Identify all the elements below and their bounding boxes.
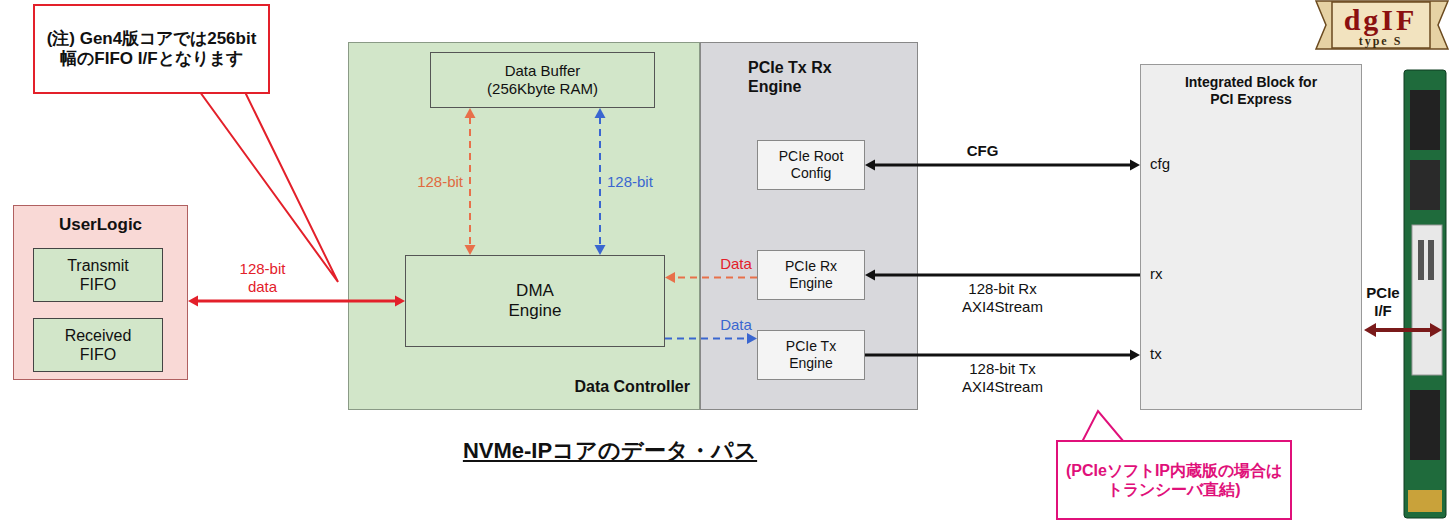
connector-line xyxy=(599,117,601,246)
pcie-root-config-box: PCIe Root Config xyxy=(757,140,865,190)
arrowhead xyxy=(395,296,405,307)
connector xyxy=(665,333,757,344)
connector-label: Data xyxy=(720,316,752,334)
box-label: Received FIFO xyxy=(53,326,143,364)
connector xyxy=(865,270,1140,281)
connector xyxy=(188,296,405,307)
arrowhead xyxy=(747,333,757,344)
connector-label: 128-bit xyxy=(417,173,463,191)
connector-label: Data xyxy=(720,255,752,273)
pcie-tx-engine-box: PCIe Tx Engine xyxy=(757,330,865,380)
arrowhead xyxy=(665,272,675,283)
arrowhead xyxy=(595,245,606,255)
box-fill xyxy=(33,248,163,302)
box-label: PCIe Rx Engine xyxy=(776,258,846,292)
box-label: PCIe Root Config xyxy=(771,148,851,182)
box-label: Data Controller xyxy=(574,377,690,396)
connector-line xyxy=(674,277,757,279)
box-label: Transmit FIFO xyxy=(53,256,143,294)
box-label: UserLogic xyxy=(59,215,142,235)
connector-label: 128-bit Rx AXI4Stream xyxy=(943,280,1063,316)
connector xyxy=(865,350,1140,361)
user-logic-box: UserLogicTransmit FIFO Received FIFO xyxy=(13,205,188,380)
arrowhead xyxy=(595,108,606,118)
ssd-barcode xyxy=(1428,240,1434,280)
connector xyxy=(665,272,757,283)
fifo-box: Received FIFO xyxy=(33,318,163,372)
arrowhead xyxy=(865,270,875,281)
box-label: dgIF xyxy=(1344,5,1418,35)
arrowhead xyxy=(465,108,476,118)
connector-label: 128-bit data xyxy=(233,260,293,296)
pcie-rx-engine-box: PCIe Rx Engine xyxy=(757,250,865,300)
callout-tail xyxy=(1082,411,1124,442)
logo-banner-back xyxy=(1316,1,1448,49)
ssd-barcode xyxy=(1418,240,1424,280)
box-label: PCIe Tx Engine xyxy=(776,338,846,372)
arrowhead xyxy=(188,296,198,307)
arrowhead xyxy=(465,245,476,255)
ssd-chip xyxy=(1410,390,1440,460)
connector-label: 128-bit xyxy=(607,173,653,191)
connector-label: CFG xyxy=(967,142,999,160)
connector xyxy=(465,108,476,255)
connector-line xyxy=(865,354,1131,357)
connector-line xyxy=(197,300,396,303)
connector xyxy=(595,108,606,255)
ssd-sticker xyxy=(1412,225,1442,375)
dma-engine-box: DMA Engine xyxy=(405,255,665,347)
ssd-board xyxy=(1404,70,1446,518)
ssd-contacts xyxy=(1408,490,1442,512)
ssd-chip xyxy=(1410,160,1440,210)
brand-logo: dgIFtype S xyxy=(1312,0,1449,50)
box-fill xyxy=(33,318,163,372)
signal-name: tx xyxy=(1150,345,1162,363)
signal-name: cfg xyxy=(1150,155,1170,173)
data-controller-region: Data Controller Data Buffer (256Kbyte RAM… xyxy=(348,42,700,410)
pcie-interface-arrow xyxy=(1364,323,1442,337)
box-label: DMA Engine xyxy=(500,281,570,322)
connector-line xyxy=(469,117,471,246)
connector-line xyxy=(874,164,1131,167)
arrowhead xyxy=(1130,350,1140,361)
box-label: PCIe Tx Rx Engine xyxy=(748,58,858,96)
data-buffer-box: Data Buffer (256Kbyte RAM) xyxy=(430,52,655,108)
box-label: Data Buffer (256Kbyte RAM) xyxy=(473,62,613,98)
ssd-chip xyxy=(1410,90,1440,150)
connector xyxy=(865,160,1140,171)
arrowhead xyxy=(1130,160,1140,171)
box-label: (PCIeソフトIP内蔵版の場合はトランシーバ直結) xyxy=(1064,461,1284,499)
pcie-engine-region: PCIe Tx Rx EnginePCIe Root ConfigPCIe Rx… xyxy=(700,42,918,410)
box-label: (注) Gen4版コアでは256bit幅のFIFO I/Fとなります xyxy=(41,29,262,70)
signal-name: rx xyxy=(1150,265,1163,283)
figure-caption: NVMe-IPコアのデータ・パス xyxy=(463,438,757,464)
logo-banner-front xyxy=(1332,2,1430,48)
note-callout: (注) Gen4版コアでは256bit幅のFIFO I/Fとなります xyxy=(33,4,270,94)
box-fill xyxy=(1140,64,1362,410)
arrowhead xyxy=(865,160,875,171)
connector-line xyxy=(874,274,1140,277)
box-label: Integrated Block for PCI Express xyxy=(1181,74,1321,108)
box-sublabel: type S xyxy=(1359,35,1403,47)
pcie-integrated-block: Integrated Block for PCI Express xyxy=(1140,64,1362,410)
callout-tail xyxy=(200,92,338,282)
box-fill xyxy=(1056,440,1292,520)
note-callout: (PCIeソフトIP内蔵版の場合はトランシーバ直結) xyxy=(1056,440,1292,520)
interface-label: PCIe I/F xyxy=(1363,284,1403,320)
fifo-box: Transmit FIFO xyxy=(33,248,163,302)
connector-label: 128-bit Tx AXI4Stream xyxy=(943,360,1063,396)
ssd-illustration xyxy=(1404,70,1446,518)
connector-line xyxy=(665,338,748,340)
